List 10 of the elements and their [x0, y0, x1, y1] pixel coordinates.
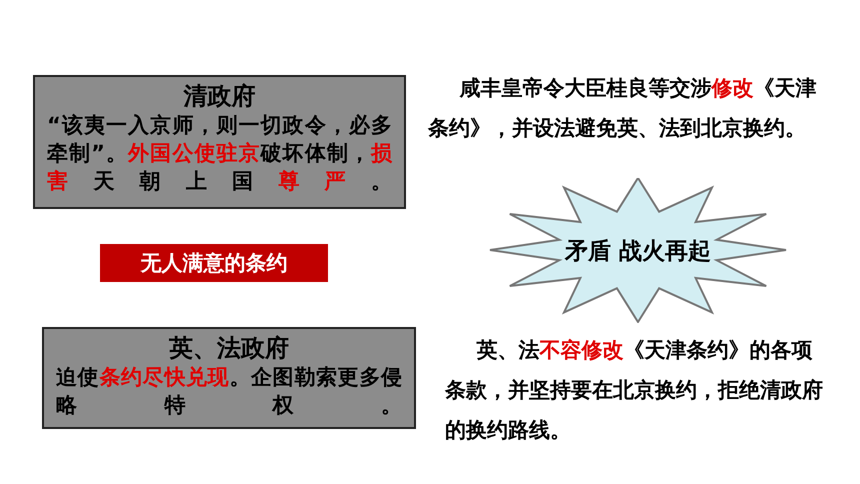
- info-card: [42, 327, 416, 429]
- title-band: 无人满意的条约: [100, 244, 328, 282]
- info-card: [33, 75, 406, 209]
- body-text: 迫使条约尽快兑现。企图勒索更多侵略特权。: [56, 364, 402, 419]
- heading: 清政府: [182, 81, 256, 111]
- starburst-text: 矛盾 战火再起: [564, 237, 712, 266]
- paragraph: 咸丰皇帝令大臣桂良等交涉修改《天津条约》，并设法避免英、法到北京换约。: [428, 75, 818, 142]
- body-text: “该夷一入京师，则一切政令，必多牵制”。外国公使驻京破坏体制，损害天朝上国尊严。: [47, 112, 392, 195]
- heading: 英、法政府: [168, 333, 290, 363]
- paragraph: 英、法不容修改《天津条约》的各项条款，并坚持要在北京换约，拒绝清政府的换约路线。: [445, 337, 823, 444]
